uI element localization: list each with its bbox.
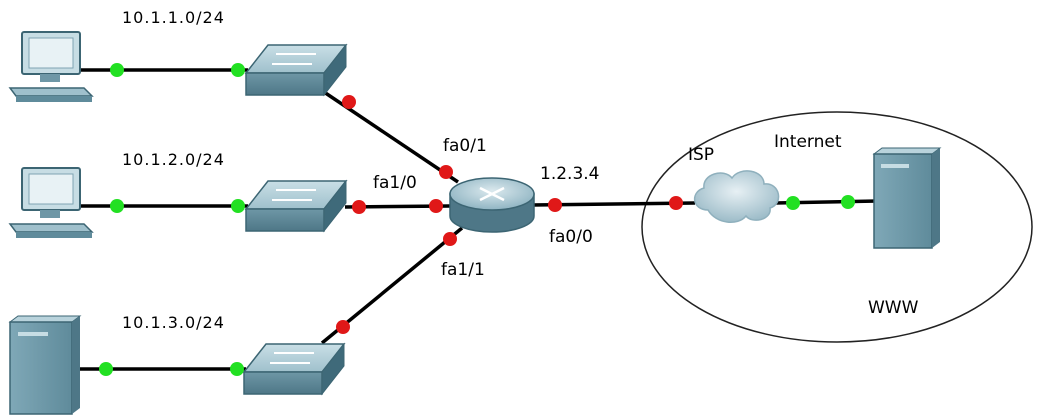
port-up-indicator: [231, 63, 245, 77]
switch-icon[interactable]: [244, 179, 348, 233]
subnet-label-3: 10.1.3.0/24: [122, 313, 225, 332]
interface-label-fa1-1: fa1/1: [441, 260, 485, 280]
port-indicators: [99, 63, 855, 376]
interface-label-fa0-0: fa0/0: [549, 227, 593, 247]
subnet-label-2: 10.1.2.0/24: [122, 150, 225, 169]
port-down-indicator: [439, 165, 453, 179]
link-switch1-router: [317, 86, 459, 184]
port-down-indicator: [669, 196, 683, 210]
cloud-icon[interactable]: [694, 170, 780, 223]
port-up-indicator: [99, 362, 113, 376]
subnet-label-1: 10.1.1.0/24: [122, 8, 225, 27]
internet-label: Internet: [774, 132, 842, 152]
port-down-indicator: [443, 232, 457, 246]
switch-icon[interactable]: [242, 342, 346, 396]
desktop-pc-icon[interactable]: [8, 31, 94, 102]
server-icon[interactable]: [8, 315, 82, 415]
port-up-indicator: [841, 195, 855, 209]
port-up-indicator: [110, 199, 124, 213]
port-down-indicator: [336, 320, 350, 334]
port-up-indicator: [786, 196, 800, 210]
isp-label: ISP: [688, 145, 715, 165]
server-icon[interactable]: [872, 147, 942, 249]
interface-label-fa0-1: fa0/1: [443, 136, 487, 156]
port-down-indicator: [429, 199, 443, 213]
router-ip-label: 1.2.3.4: [540, 164, 600, 184]
port-down-indicator: [342, 95, 356, 109]
desktop-pc-icon[interactable]: [8, 167, 94, 238]
port-down-indicator: [352, 200, 366, 214]
port-up-indicator: [110, 63, 124, 77]
port-up-indicator: [231, 199, 245, 213]
port-up-indicator: [230, 362, 244, 376]
internet-boundary: [641, 111, 1033, 343]
port-down-indicator: [548, 198, 562, 212]
switch-icon[interactable]: [244, 43, 348, 97]
interface-label-fa1-0: fa1/0: [373, 173, 417, 193]
router-icon[interactable]: [449, 177, 535, 233]
www-label: WWW: [868, 298, 919, 318]
